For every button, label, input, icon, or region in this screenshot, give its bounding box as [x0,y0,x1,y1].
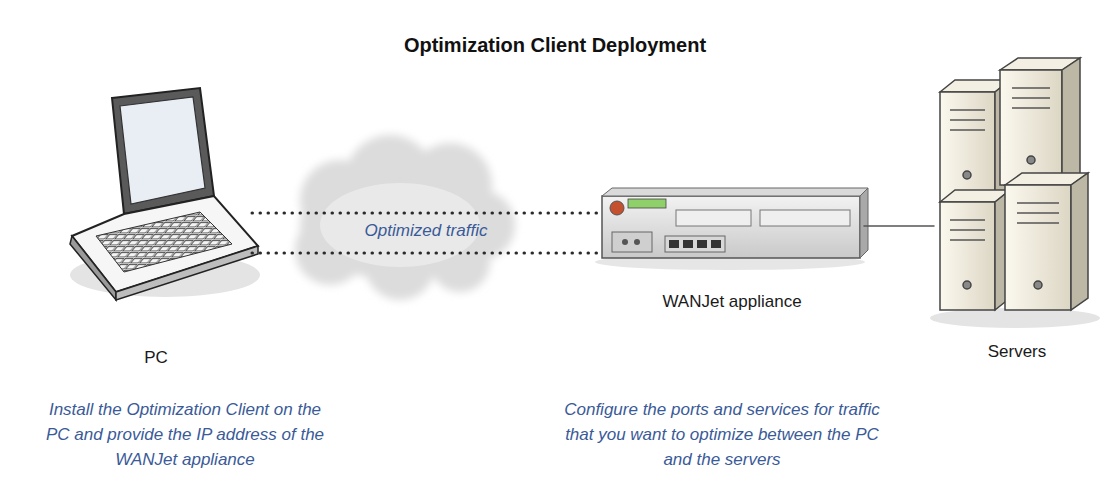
appliance [595,188,868,270]
dotted-link [252,212,600,215]
node-label: Servers [934,342,1100,362]
network-cable [864,225,934,227]
node-label: PC [60,348,252,368]
node-label: WANJet appliance [600,292,864,312]
servers [930,58,1100,328]
laptop [70,88,260,300]
servers-node: Servers [934,52,1100,362]
appliance-node: WANJet appliance [600,180,864,312]
edge-label: Optimized traffic [362,221,491,241]
diagram-title: Optimization Client Deployment [0,34,1110,57]
dotted-link [252,252,600,255]
pc-node: PC [60,80,252,368]
note-text: Configure the ports and services for tra… [557,397,887,472]
note-text: Install the Optimization Client on the P… [35,397,335,472]
cloud [295,135,515,300]
